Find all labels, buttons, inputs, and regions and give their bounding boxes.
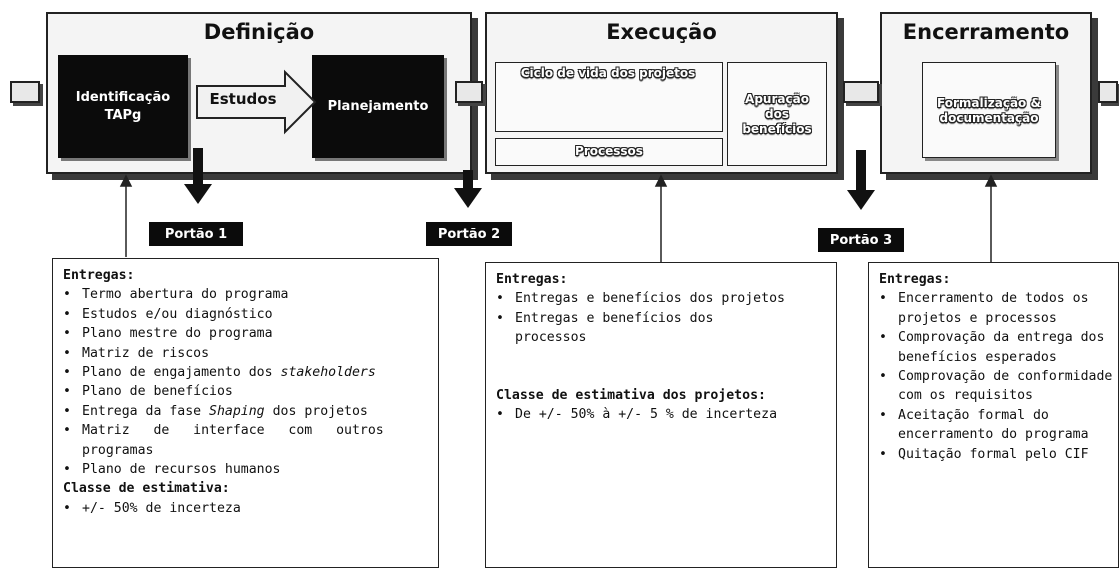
gate-down-arrows	[184, 148, 875, 210]
panel-execucao-sub-list: De +/- 50% à +/- 5 % de incerteza	[496, 405, 830, 425]
panel-definicao: Entregas: Termo abertura do programa Est…	[52, 258, 439, 568]
gate-3: Portão 3	[818, 228, 904, 252]
list-item: Termo abertura do programa	[63, 285, 432, 305]
panel-encerramento: Entregas: Encerramento de todos os proje…	[868, 262, 1119, 568]
list-item: Plano de recursos humanos	[63, 460, 432, 480]
connector-execucao-encerramento	[843, 81, 879, 103]
estudos-arrow-label: Estudos	[209, 90, 277, 108]
formalizacao-box	[922, 62, 1056, 158]
list-item: Estudos e/ou diagnóstico	[63, 305, 432, 325]
panel-execucao-sub-heading: Classe de estimativa dos projetos:	[496, 387, 766, 403]
connector-left	[10, 81, 40, 103]
beneficios-box	[727, 62, 827, 166]
list-item: Entrega da fase Shaping dos projetos	[63, 402, 432, 422]
panel-definicao-sub-list: +/- 50% de incerteza	[63, 499, 432, 519]
processos-label: Processos	[575, 144, 643, 158]
list-item: Plano mestre do programa	[63, 324, 432, 344]
phase-title-execucao: Execução	[606, 20, 717, 44]
panel-definicao-sub-heading: Classe de estimativa:	[63, 481, 230, 497]
list-item: Quitação formal pelo CIF	[879, 445, 1116, 465]
list-item: +/- 50% de incerteza	[63, 499, 432, 519]
lifecycle-label: Ciclo de vida dos projetos	[520, 66, 696, 80]
connector-definicao-execucao	[455, 81, 483, 103]
list-item: Encerramento de todos os projetos e proc…	[879, 289, 1116, 328]
panel-encerramento-heading: Entregas:	[879, 272, 951, 287]
list-item: Plano de engajamento dos stakeholders	[63, 363, 432, 383]
connector-right	[1098, 81, 1118, 103]
list-item: Entregas e benefícios dos processos	[496, 309, 830, 348]
gate-2: Portão 2	[426, 222, 512, 246]
estudos-arrow-shape	[196, 69, 317, 135]
list-item: Plano de benefícios	[63, 382, 432, 402]
phase-title-definicao: Definição	[203, 20, 315, 44]
panel-definicao-list: Termo abertura do programa Estudos e/ou …	[63, 285, 432, 479]
list-item: Comprovação de conformidade com os requi…	[879, 367, 1116, 406]
panel-definicao-heading: Entregas:	[63, 268, 135, 283]
lifecycle-box	[495, 62, 723, 132]
processos-box	[495, 138, 723, 166]
box-identificacao-tapg: Identificação TAPg	[58, 55, 188, 158]
panel-encerramento-list: Encerramento de todos os projetos e proc…	[879, 289, 1116, 464]
panel-up-arrows	[119, 174, 998, 262]
panel-execucao-heading: Entregas:	[496, 272, 568, 287]
beneficios-label: Apuração dos benefícios	[742, 92, 812, 136]
list-item: Aceitação formal do encerramento do prog…	[879, 406, 1116, 445]
panel-execucao: Entregas: Entregas e benefícios dos proj…	[485, 262, 837, 568]
panel-execucao-list: Entregas e benefícios dos projetos Entre…	[496, 289, 830, 347]
list-item: Comprovação da entrega dos benefícios es…	[879, 328, 1116, 367]
list-item: De +/- 50% à +/- 5 % de incerteza	[496, 405, 830, 425]
list-item: Matriz de riscos	[63, 344, 432, 364]
box-planejamento: Planejamento	[312, 55, 444, 158]
list-item: Matriz de interface com outros programas	[63, 421, 432, 460]
formalizacao-label: Formalização & documentação	[937, 96, 1041, 125]
phase-title-encerramento: Encerramento	[902, 20, 1070, 44]
gate-1: Portão 1	[149, 222, 243, 246]
list-item: Entregas e benefícios dos projetos	[496, 289, 830, 309]
